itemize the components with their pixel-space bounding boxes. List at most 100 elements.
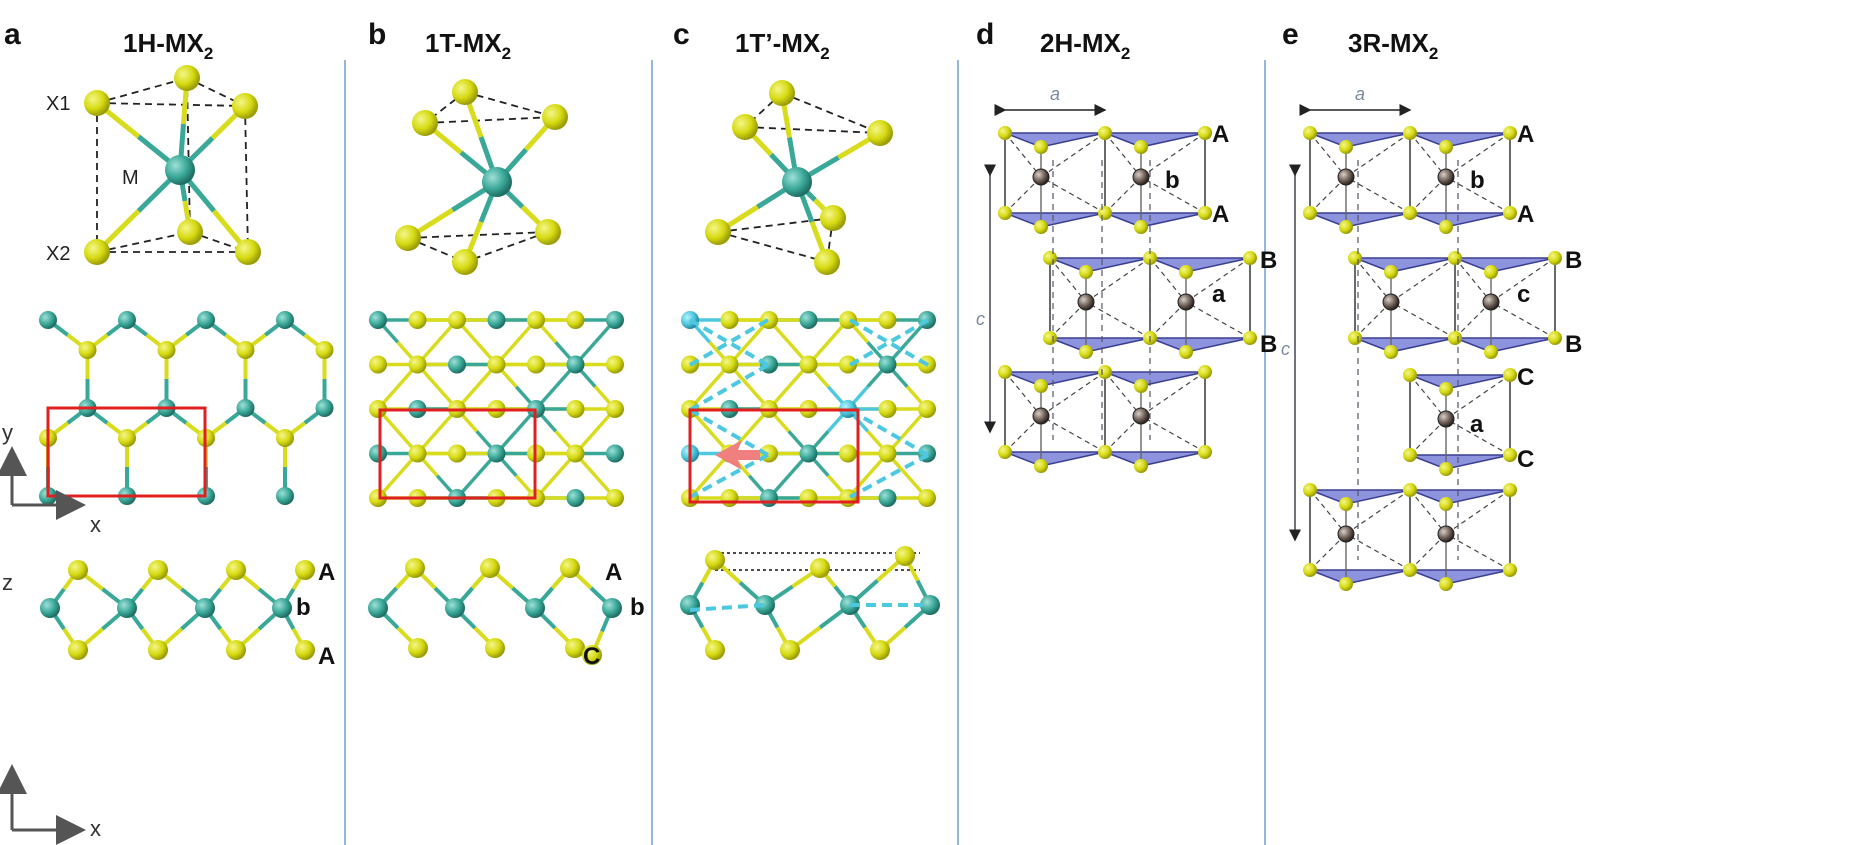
chalcogen-atom xyxy=(1503,483,1517,497)
dashed-bond xyxy=(1004,132,1042,178)
prism-face xyxy=(1409,374,1511,390)
metal-atom xyxy=(315,399,334,417)
chalcogen-atom xyxy=(566,400,585,418)
chalcogen-atom xyxy=(998,206,1012,220)
dashed-bond xyxy=(1490,301,1556,339)
chalcogen-atom xyxy=(369,400,387,418)
label-m: M xyxy=(122,167,139,189)
prism-face xyxy=(1004,451,1106,467)
chalcogen-atom xyxy=(732,114,758,140)
chalcogen-atom xyxy=(1034,459,1048,473)
chalcogen-atom xyxy=(1198,445,1212,459)
chalcogen-atom xyxy=(1484,345,1498,359)
metal-atom xyxy=(448,355,466,374)
chalcogen-atom xyxy=(295,560,315,580)
chalcogen-atom xyxy=(408,444,427,463)
chalcogen-atom xyxy=(895,546,915,566)
chalcogen-atom xyxy=(1448,251,1462,265)
chalcogen-atom xyxy=(870,640,890,660)
chalcogen-atom xyxy=(295,640,315,660)
chalcogen-atom xyxy=(68,560,88,580)
metal-atom xyxy=(566,355,585,374)
dashed-bond xyxy=(1345,176,1411,214)
chalcogen-atom xyxy=(1348,251,1362,265)
dashed-bond xyxy=(1085,257,1151,303)
stack-d-5: a xyxy=(1212,281,1226,308)
chalcogen-atom xyxy=(606,489,624,507)
dashed-bond xyxy=(1345,489,1411,535)
prism-face xyxy=(1049,257,1151,273)
chalcogen-atom xyxy=(487,355,506,374)
stack-d-6: B xyxy=(1260,331,1277,358)
chalcogen-atom xyxy=(720,311,739,329)
polyhedron-edge xyxy=(464,231,549,263)
metal-atom xyxy=(799,311,818,329)
chalcogen-atom xyxy=(1134,379,1148,393)
chalcogen-atom xyxy=(839,355,857,374)
chalcogen-atom xyxy=(1339,577,1353,591)
metal-atom xyxy=(369,444,387,463)
stack-e-8: a xyxy=(1470,411,1484,438)
stack-d-4: B xyxy=(1260,247,1277,274)
chalcogen-atom xyxy=(1098,445,1112,459)
metal-atom xyxy=(39,311,57,329)
dashed-bond xyxy=(1185,301,1251,339)
metal-atom xyxy=(1482,293,1500,311)
panel-title-c: 1T’-MX2 xyxy=(735,28,830,63)
dashed-bond xyxy=(1445,132,1511,178)
dashed-bond xyxy=(1445,418,1511,456)
metal-atom xyxy=(117,598,137,618)
chalcogen-atom xyxy=(68,640,88,660)
dashed-bond xyxy=(1445,176,1511,214)
chalcogen-atom xyxy=(527,311,545,329)
prism-face xyxy=(1104,371,1206,387)
chalcogen-atom xyxy=(1034,140,1048,154)
prism-face xyxy=(1149,337,1251,353)
metal-atom xyxy=(197,311,215,329)
prism-face xyxy=(1049,337,1151,353)
chalcogen-atom xyxy=(1403,563,1417,577)
dashed-bond xyxy=(1345,132,1411,178)
metal-atom xyxy=(1077,293,1095,311)
dashed-bond xyxy=(1390,301,1456,339)
chalcogen-atom xyxy=(448,444,466,463)
chalcogen-atom xyxy=(1098,206,1112,220)
dashed-bond xyxy=(1104,132,1142,178)
chalcogen-atom xyxy=(177,219,203,245)
metal-atom xyxy=(1382,293,1400,311)
dashed-bond xyxy=(1140,371,1206,417)
stack-d-2: b xyxy=(1165,167,1180,194)
metal-atom xyxy=(368,598,388,618)
polyhedron-edge xyxy=(464,91,556,118)
chalcogen-atom xyxy=(606,400,624,418)
label-x2: X2 xyxy=(46,243,70,265)
chalcogen-atom xyxy=(1503,206,1517,220)
dashed-bond xyxy=(1309,132,1347,178)
chalcogen-atom xyxy=(448,311,466,329)
chalcogen-atom xyxy=(485,638,505,658)
chalcogen-atom xyxy=(1403,483,1417,497)
polyhedron-edge xyxy=(96,231,191,253)
polyhedron-edge xyxy=(424,116,556,124)
dashed-bond xyxy=(1409,374,1447,420)
prism-face xyxy=(1309,212,1411,228)
distortion-bond xyxy=(689,453,769,499)
metal-atom xyxy=(878,489,897,507)
dashed-bond xyxy=(1040,415,1106,453)
chalcogen-atom xyxy=(480,558,500,578)
chalcogen-atom xyxy=(535,219,561,245)
stack-b-bot: C xyxy=(583,643,600,670)
label-x1: X1 xyxy=(46,93,70,115)
chalcogen-atom xyxy=(174,65,200,91)
chalcogen-atom xyxy=(566,444,585,463)
stack-e-1: A xyxy=(1517,121,1534,148)
panel-letter-b: b xyxy=(368,18,386,51)
chalcogen-atom xyxy=(1079,265,1093,279)
chalcogen-atom xyxy=(1243,331,1257,345)
chalcogen-atom xyxy=(1339,497,1353,511)
distortion-bond xyxy=(849,453,929,499)
prism-face xyxy=(1354,257,1456,273)
stack-d-1: A xyxy=(1212,121,1229,148)
chalcogen-atom xyxy=(1098,126,1112,140)
